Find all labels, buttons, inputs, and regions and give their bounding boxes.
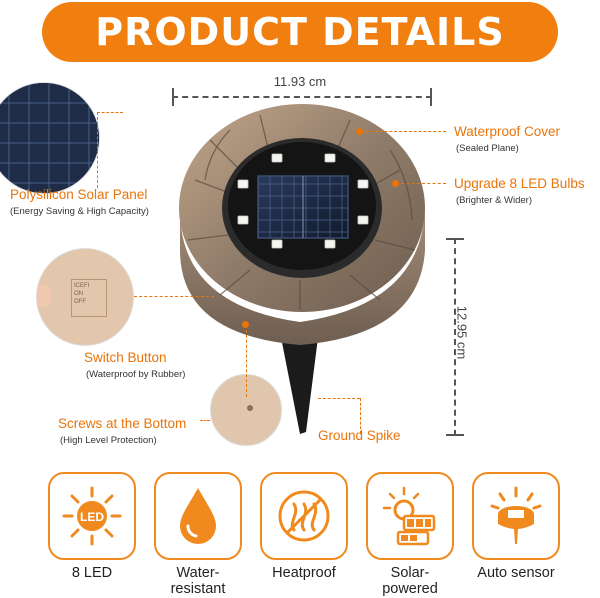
- leader-switch-h: [134, 296, 214, 297]
- header-banner: PRODUCT DETAILS: [42, 2, 558, 62]
- feature-water-resistant-label: Water- resistant: [170, 565, 226, 597]
- callout-solar-panel-sub: (Energy Saving & High Capacity): [10, 206, 149, 217]
- callout-waterproof-cover-sub: (Sealed Plane): [456, 143, 519, 154]
- feature-water-resistant: [154, 472, 242, 560]
- feature-heatproof: [260, 472, 348, 560]
- callout-switch-sub: (Waterproof by Rubber): [86, 369, 186, 380]
- led-badge: LED: [80, 510, 104, 524]
- feature-auto-sensor-label: Auto sensor: [477, 565, 555, 581]
- leader-solar-panel-h: [97, 112, 123, 113]
- dot-led-bulbs: [392, 180, 399, 187]
- feature-auto-sensor: [472, 472, 560, 560]
- leader-screws: [200, 420, 210, 421]
- product-image: [179, 104, 425, 434]
- feature-led-label: 8 LED: [71, 565, 113, 581]
- height-dimension-label: 12.95 cm: [454, 305, 470, 360]
- callout-led-bulbs: Upgrade 8 LED Bulbs: [454, 176, 585, 191]
- callout-led-bulbs-sub: (Brighter & Wider): [456, 195, 533, 206]
- callout-ground-spike: Ground Spike: [318, 428, 401, 443]
- leader-solar-panel-v: [97, 112, 98, 188]
- auto-sensor-icon: [490, 486, 542, 544]
- width-dimension-line: [172, 88, 432, 106]
- led-icon: LED: [62, 486, 122, 546]
- heatproof-icon: [278, 490, 330, 542]
- switch-thumbnail: ICEFI ON OFF: [36, 248, 134, 346]
- callout-waterproof-cover: Waterproof Cover: [454, 124, 561, 139]
- callout-switch: Switch Button: [84, 350, 167, 365]
- feature-solar-powered: [366, 472, 454, 560]
- dot-switch: [242, 321, 249, 328]
- leader-switch-v: [246, 325, 247, 397]
- solar-panel-thumbnail: [0, 82, 100, 194]
- leader-waterproof-cover: [360, 131, 446, 132]
- callout-screws-sub: (High Level Protection): [60, 435, 157, 446]
- leader-spike-h: [318, 398, 360, 399]
- page-title: PRODUCT DETAILS: [95, 10, 505, 54]
- height-dimension-line: [446, 238, 464, 436]
- dot-waterproof-cover: [356, 128, 363, 135]
- callout-solar-panel: Polysilicon Solar Panel: [10, 187, 148, 202]
- feature-led: LED: [48, 472, 136, 560]
- width-dimension-label: 11.93 cm: [273, 74, 327, 89]
- feature-solar-powered-label: Solar- powered: [382, 565, 438, 597]
- callout-screws: Screws at the Bottom: [58, 416, 187, 431]
- feature-heatproof-label: Heatproof: [272, 565, 336, 581]
- solar-battery-icon: [382, 486, 436, 546]
- leader-spike-v: [360, 398, 361, 434]
- leader-led-bulbs: [396, 183, 446, 184]
- water-drop-icon: [180, 488, 216, 544]
